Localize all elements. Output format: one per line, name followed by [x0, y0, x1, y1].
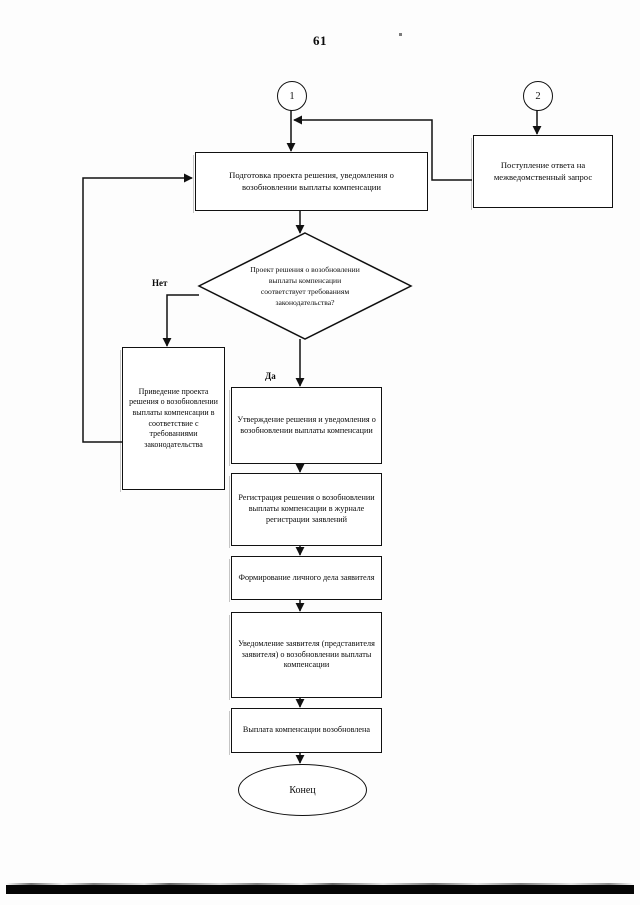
process-payment-resumed-label: Выплата компенсации возобновлена [242, 725, 371, 735]
process-notify-applicant-label: Уведомление заявителя (представителя зая… [238, 638, 375, 670]
process-notify-applicant: Уведомление заявителя (представителя зая… [229, 612, 382, 700]
process-register-decision: Регистрация решения о возобновлении выпл… [229, 473, 382, 548]
process-form-personal-file: Формирование личного дела заявителя [229, 556, 382, 602]
process-approve-decision-label: Утверждение решения и уведомления о возо… [237, 414, 376, 435]
process-interagency-answer: Поступление ответа на межведомственный з… [471, 135, 613, 210]
decision-draft-compliant: Проект решения о возобновлении выплаты к… [197, 232, 413, 340]
terminator-end: Конец [238, 764, 367, 816]
process-interagency-answer-label: Поступление ответа на межведомственный з… [493, 160, 593, 182]
connector-circle-2-label: 2 [535, 90, 541, 102]
branch-label-yes: Да [265, 371, 276, 381]
process-form-personal-file-label: Формирование личного дела заявителя [238, 572, 375, 582]
scan-artifact-bar [6, 885, 634, 894]
process-approve-decision: Утверждение решения и уведомления о возо… [229, 387, 382, 466]
process-prepare-draft: Подготовка проекта решения, уведомления … [193, 152, 428, 213]
process-fix-draft: Приведение проекта решения о возобновлен… [120, 347, 225, 492]
scan-speck [399, 33, 402, 36]
process-fix-draft-label: Приведение проекта решения о возобновлен… [129, 386, 218, 449]
connector-circle-1: 1 [277, 81, 307, 111]
process-register-decision-label: Регистрация решения о возобновлении выпл… [238, 493, 375, 524]
connector-circle-1-label: 1 [289, 90, 295, 102]
terminator-end-label: Конец [289, 784, 316, 796]
branch-label-no: Нет [152, 278, 168, 288]
scan-artifact-fuzz [6, 883, 634, 885]
process-prepare-draft-label: Подготовка проекта решения, уведомления … [229, 170, 394, 192]
process-payment-resumed: Выплата компенсации возобновлена [229, 708, 382, 755]
page-number: 61 [313, 33, 327, 48]
connector-circle-2: 2 [523, 81, 553, 111]
